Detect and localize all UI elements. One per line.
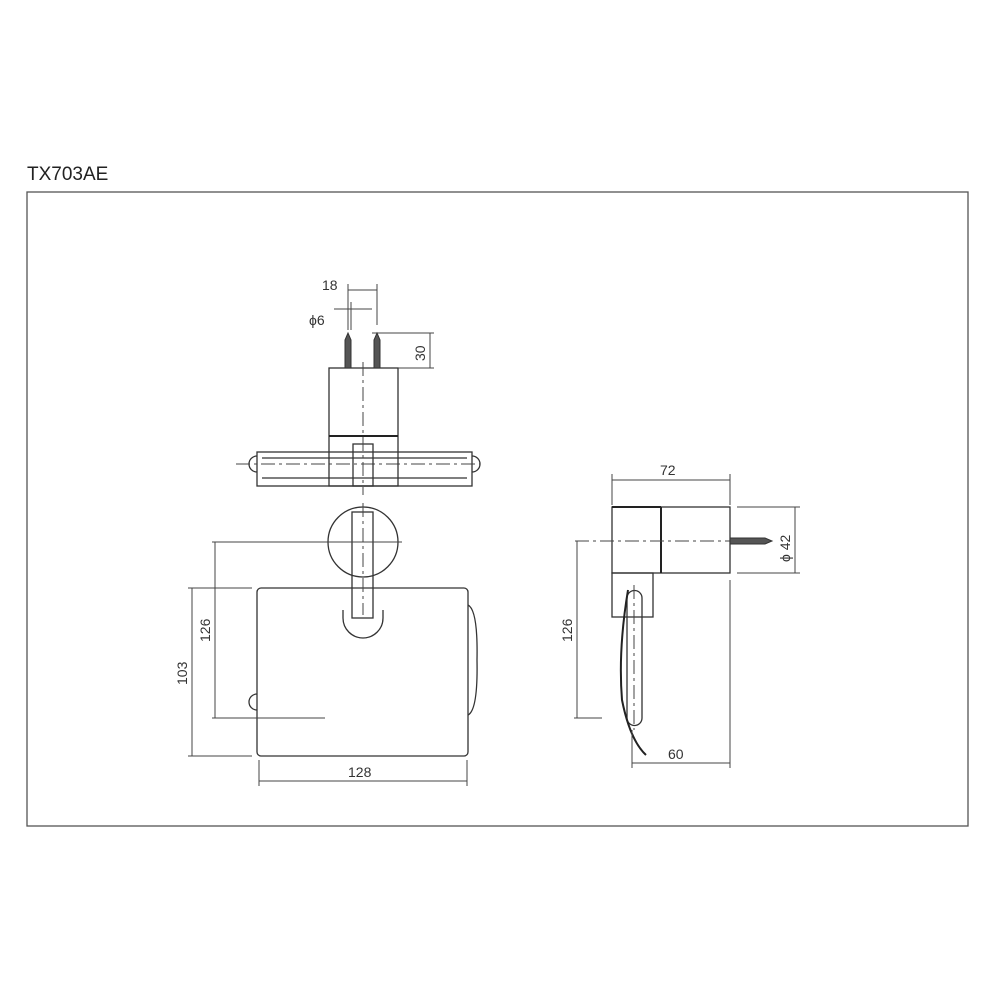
drawing-frame [26,191,969,827]
dim-phi6: ϕ6 [309,312,325,328]
dim-60: 60 [668,746,684,762]
dim-18: 18 [322,277,338,293]
dim-126-side: 126 [559,618,575,642]
dim-72: 72 [660,462,676,478]
screw-icon [729,537,774,545]
dim-126-front: 126 [197,618,213,642]
dim-phi42: ϕ 42 [777,534,793,562]
front-view: 126 103 128 [174,503,478,786]
side-view: 72 ϕ 42 126 60 [559,462,800,768]
drawing-title: TX703AE [27,164,109,185]
dim-30: 30 [412,345,428,361]
screw-icon [344,331,381,369]
dim-103: 103 [174,661,190,685]
top-view: 18 ϕ6 30 [236,277,481,495]
dim-128: 128 [348,764,372,780]
